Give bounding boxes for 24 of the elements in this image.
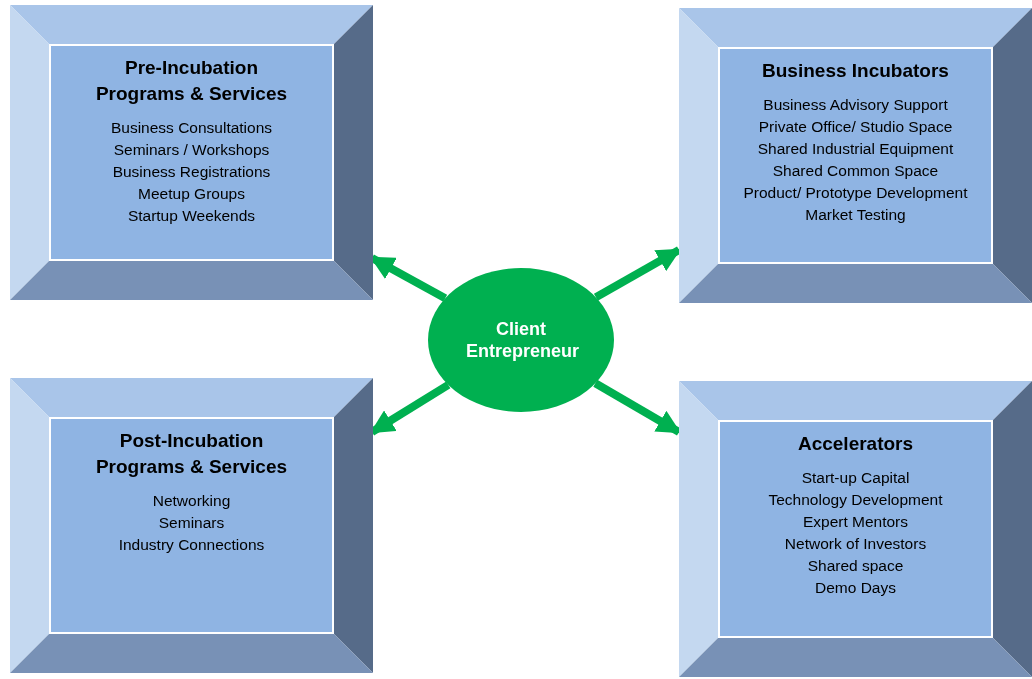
box-heading: Post-Incubation Programs & Services [94,429,289,479]
list-item: Startup Weekends [127,206,256,226]
list-item: Demo Days [815,578,896,598]
list-item: Technology Development [768,490,943,510]
list-item: Network of Investors [784,534,927,554]
list-item: Seminars / Workshops [113,140,270,160]
box-heading: Accelerators [797,432,914,456]
list-item: Industry Connections [118,535,265,555]
box-heading: Business Incubators [762,59,949,83]
list-item: Shared Industrial Equipment [757,139,954,159]
list-item: Seminars [158,513,225,533]
list-item: Start-up Capital [801,468,910,488]
list-item: Business Advisory Support [763,95,948,115]
box-heading: Pre-Incubation Programs & Services [94,56,289,106]
list-item: Networking [152,491,231,511]
list-item: Business Consultations [110,118,273,138]
list-item: Meetup Groups [138,184,245,204]
list-item: Private Office/ Studio Space [758,117,953,137]
list-item: Expert Mentors [802,512,909,532]
list-item: Business Registrations [112,162,271,182]
list-item: Product/ Prototype Development [743,183,968,203]
list-item: Shared space [807,556,904,576]
list-item: Market Testing [805,205,906,225]
list-item: Shared Common Space [772,161,939,181]
